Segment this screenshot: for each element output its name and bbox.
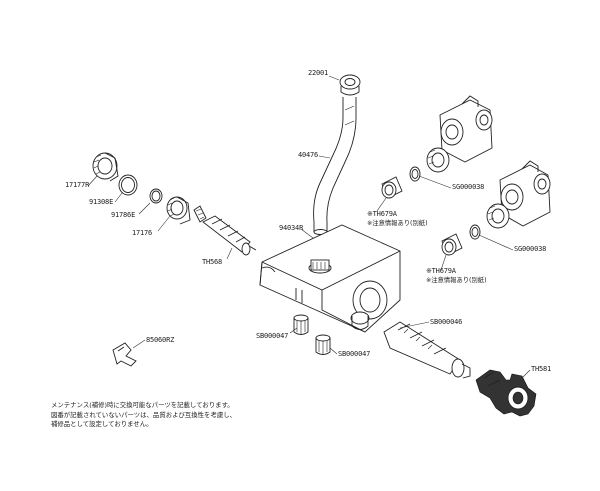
cap-SB000047a-shape [293, 314, 309, 335]
handle-TH581-shape [475, 369, 537, 417]
label-TH679A-2: ※TH679A [426, 267, 456, 275]
caution-note-2: ※注意情報あり(別紙) [426, 277, 487, 284]
label-SG000038a: SG000038 [452, 183, 485, 191]
maintenance-note: メンテナンス(補修)時に交換可能なパーツを記載しております。 図番が記載されてい… [51, 401, 236, 430]
label-TH581: TH581 [531, 365, 552, 373]
label-91308E: 91308E [89, 198, 114, 206]
maintenance-note-line-2: 図番が記載されていないパーツは、品質および互換性を考慮し、 [51, 410, 237, 419]
check-valve-TH679A-upper-shape [381, 176, 403, 199]
left-nut-17177R-shape [92, 152, 119, 182]
label-TH568: TH568 [202, 258, 223, 266]
label-91786E: 91786E [111, 211, 136, 219]
label-SG000038b: SG000038 [514, 245, 547, 253]
pipe-40476-shape [313, 97, 357, 235]
adapter-17176-shape [166, 196, 191, 225]
cartridge-TH568-shape [193, 205, 257, 256]
upper-valve-shape [426, 95, 493, 173]
maintenance-note-line-3: 補修品として設定しておりません。 [51, 420, 153, 428]
label-85060RZ: 85060RZ [146, 336, 175, 344]
oring-91786E-shape [149, 188, 163, 204]
maintenance-note-line-1: メンテナンス(補修)時に交換可能なパーツを記載しております。 [51, 401, 234, 409]
label-17177R: 17177R [65, 181, 90, 189]
caution-note-1: ※注意情報あり(別紙) [367, 220, 428, 227]
main-body-shape [259, 224, 401, 333]
cap-SB000047b-shape [315, 334, 331, 355]
label-SB000046: SB000046 [430, 318, 463, 326]
check-valve-TH679A-lower-shape [441, 233, 463, 256]
label-22001: 22001 [308, 69, 329, 77]
gasket-SG000038a-shape [409, 166, 421, 182]
key-85060RZ-shape [112, 342, 137, 367]
cartridge-SB000046-shape [383, 321, 471, 379]
gasket-SG000038b-shape [469, 224, 481, 240]
label-17176: 17176 [132, 229, 153, 237]
label-TH679A-1: ※TH679A [367, 210, 397, 218]
leader-lines [87, 75, 531, 380]
label-SB000047b: SB000047 [338, 350, 371, 358]
oring-91308E-shape [118, 174, 138, 196]
label-40476: 40476 [298, 151, 319, 159]
cap-nut-22001-shape [339, 74, 361, 96]
lower-valve-shape [486, 160, 551, 229]
label-SB000047a: SB000047 [256, 332, 289, 340]
label-94034R: 94034R [279, 224, 304, 232]
